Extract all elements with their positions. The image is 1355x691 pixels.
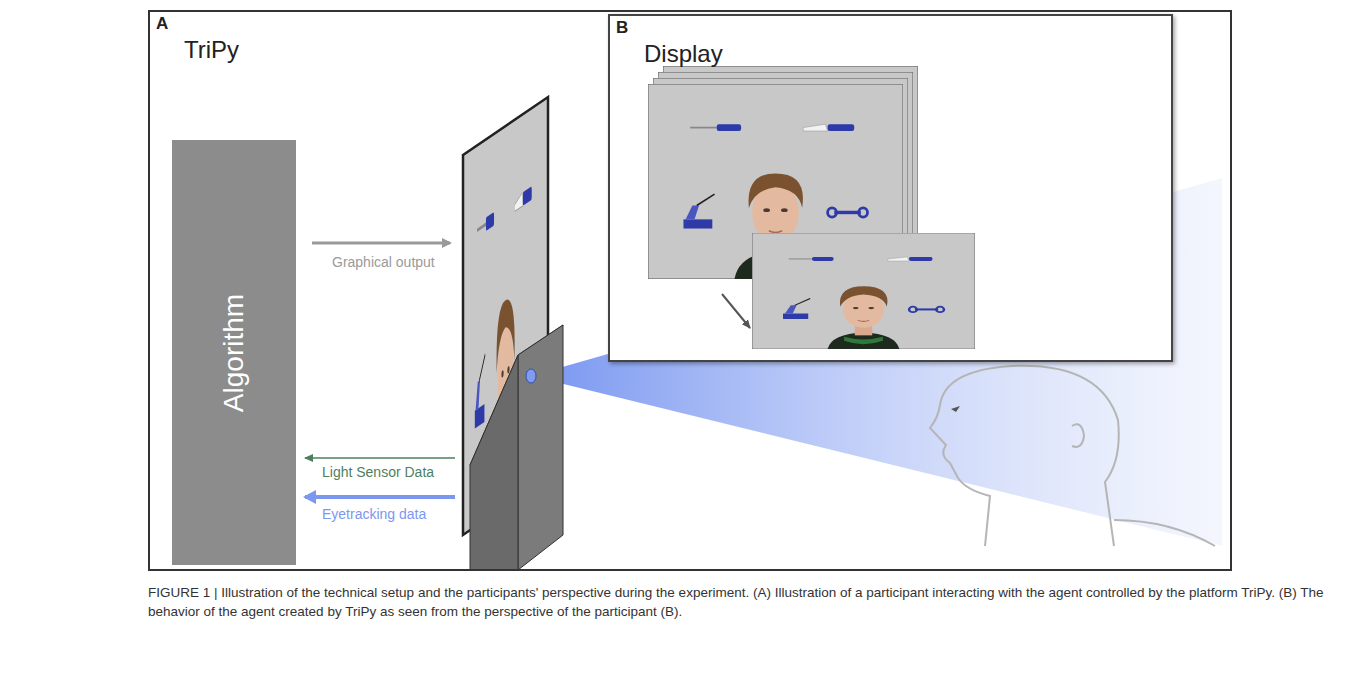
arrow-label: Graphical output: [332, 254, 435, 270]
figure-caption: FIGURE 1 | Illustration of the technical…: [148, 584, 1343, 622]
panel-title: Display: [644, 40, 723, 68]
arrow-label: Light Sensor Data: [322, 464, 434, 480]
panel-letter: A: [156, 14, 168, 34]
box-label: Algorithm: [218, 293, 250, 411]
algorithm-box: Algorithm: [172, 140, 296, 565]
panel-letter: B: [616, 18, 628, 38]
arrow-label: Eyetracking data: [322, 506, 426, 522]
panel-box: A TriPyAlgorithm B Display: [148, 10, 1232, 571]
panel-title: TriPy: [184, 36, 239, 64]
display-panel: B Display: [608, 14, 1173, 362]
